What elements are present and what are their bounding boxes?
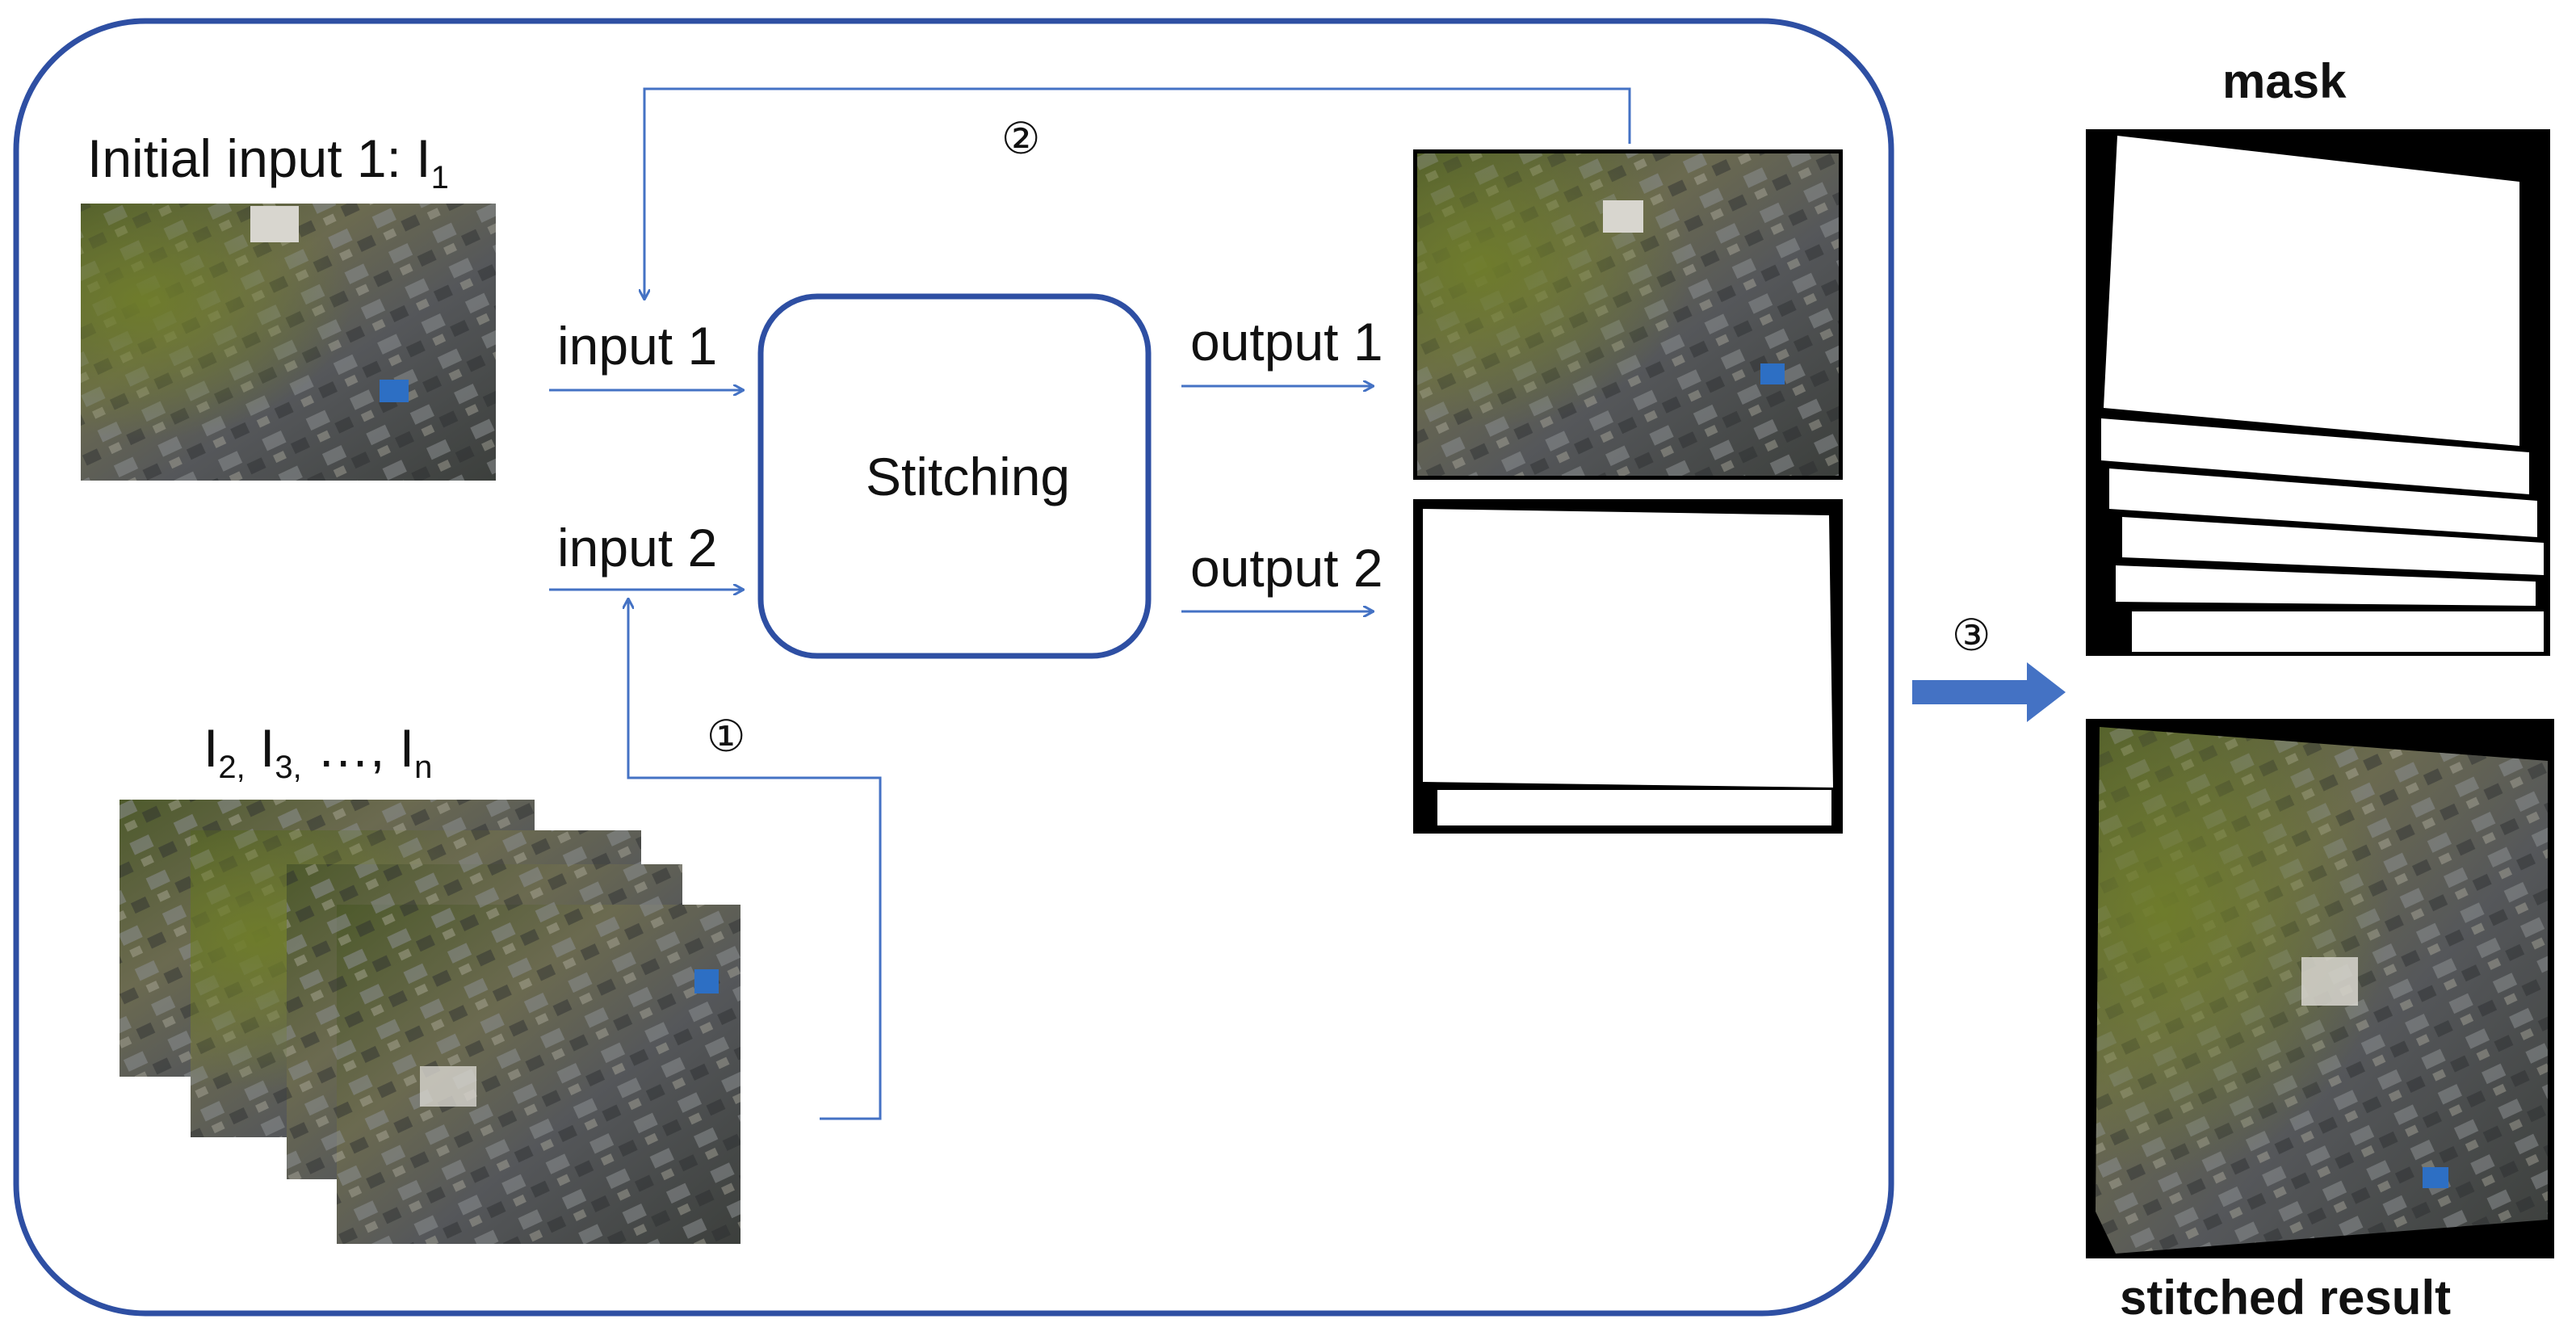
sequence-label: I2, I3, …, In <box>203 717 432 786</box>
arrows <box>549 87 1631 1120</box>
output2-label: output 2 <box>1190 538 1383 598</box>
mask-image <box>2086 129 2550 656</box>
initial-input-image <box>81 204 496 481</box>
input2-label: input 2 <box>557 518 718 578</box>
seq-i3: I <box>245 718 275 778</box>
big-arrow-three <box>1912 662 2066 722</box>
stitched-result-image <box>2086 719 2554 1258</box>
initial-input-title: Initial input 1: I1 <box>87 128 449 196</box>
stitching-label: Stitching <box>866 447 1071 506</box>
seq-s2: 2, <box>218 750 245 786</box>
stitching-box <box>757 293 1152 659</box>
image-stack <box>120 800 740 1244</box>
step-three-marker: ③ <box>1952 610 1991 661</box>
output2-mask <box>1413 499 1843 834</box>
seq-dots: …, I <box>301 718 415 778</box>
feedback-arrow-two <box>644 87 1631 299</box>
outer-frame <box>13 18 1894 1317</box>
stitched-result-label: stitched result <box>2120 1271 2452 1325</box>
seq-i2: I <box>203 718 219 778</box>
feedback-arrow-one <box>628 599 882 1120</box>
seq-sn: n <box>414 750 433 786</box>
mask-label: mask <box>2222 54 2347 108</box>
initial-input-title-text: Initial input 1: I <box>87 128 431 188</box>
output1-image <box>1413 149 1843 480</box>
initial-input-subscript: 1 <box>430 160 449 196</box>
input1-label: input 1 <box>557 316 718 376</box>
step-two-marker: ② <box>1001 113 1041 164</box>
output1-label: output 1 <box>1190 312 1383 372</box>
step-one-marker: ① <box>707 711 746 762</box>
seq-s3: 3, <box>275 750 302 786</box>
